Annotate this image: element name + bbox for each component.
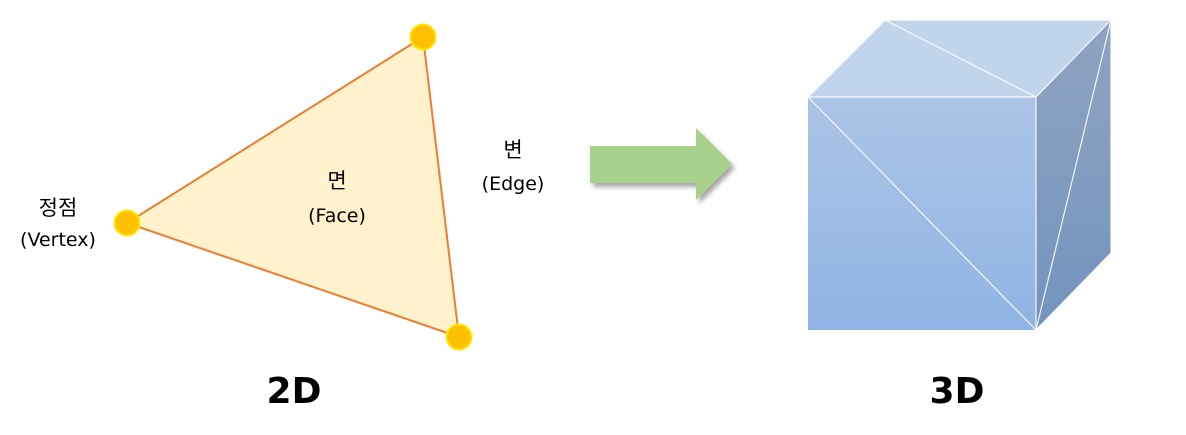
cube-top-diagonal — [884, 19, 1037, 98]
vertex-bottom — [445, 323, 473, 351]
caption-2d: 2D — [267, 371, 322, 412]
caption-3d: 3D — [930, 371, 985, 412]
triangle-face — [126, 36, 460, 338]
face-label: 면 — [327, 169, 346, 193]
face-label-en: (Face) — [308, 205, 366, 227]
right-arrow-icon — [590, 128, 732, 200]
cube-bottom-side-edge — [1035, 252, 1112, 331]
cube-side-diagonal — [1035, 19, 1112, 331]
cube-mesh-edges — [807, 19, 1113, 331]
edge-label-en: (Edge) — [482, 173, 545, 195]
edge-label: 변 — [503, 138, 522, 162]
cube-3d — [807, 19, 1113, 331]
vertex-left — [113, 209, 141, 237]
vertex-label: 정점 — [39, 196, 78, 220]
cube-front-diagonal — [807, 96, 1037, 331]
vertex-top — [409, 23, 437, 51]
triangle-2d — [113, 23, 473, 351]
vertex-label-en: (Vertex) — [20, 229, 96, 251]
